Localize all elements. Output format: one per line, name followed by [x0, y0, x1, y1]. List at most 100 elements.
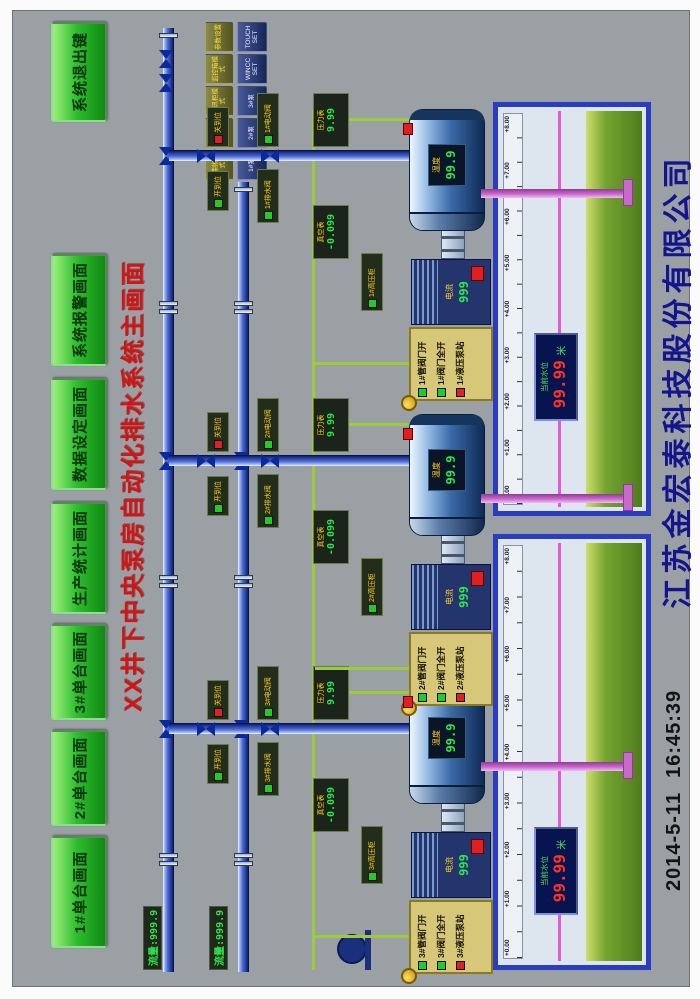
date-text: 2014-5-11 [663, 791, 685, 891]
status-led [263, 708, 273, 717]
suction-strainer [623, 179, 633, 206]
scale-label: +8.00 [504, 116, 511, 133]
riser-valve-icon[interactable] [197, 722, 215, 736]
vacuum-gauge: 真空表-0.099 [313, 205, 349, 259]
panel-line: 3#阀门全开 [436, 914, 446, 958]
pressure-label: 压力表 [318, 109, 325, 131]
valve-close-label: 关到位 [215, 417, 222, 438]
hv-cabinet-status: 1#高压柜 [361, 253, 383, 311]
hv-cabinet-label: 3#高压柜 [369, 841, 376, 870]
valve-open-status: 开到位 [207, 476, 229, 516]
status-led [213, 199, 223, 208]
pressure-value: 9.99 [326, 107, 337, 133]
scale-label: +5.00 [504, 254, 511, 272]
instrument-line [315, 362, 411, 365]
nav-button-system-exit[interactable]: 系统退出键 [51, 22, 107, 122]
scale-label: +5.00 [504, 694, 511, 712]
nav-button-production-stats[interactable]: 生产统计画面 [51, 502, 107, 614]
nav-button-pump2-screen[interactable]: 2#单台画面 [51, 730, 107, 826]
vacuum-label: 真空表 [318, 221, 325, 243]
scale-label: +4.00 [504, 300, 511, 318]
valve-close-status: 关到位 [207, 107, 229, 147]
pipe-flange [234, 575, 253, 580]
gate-valve-icon[interactable] [159, 50, 173, 68]
nav-button-pump3-screen[interactable]: 3#单台画面 [51, 624, 107, 720]
motor-fins [412, 833, 438, 897]
hv-cabinet-status: 3#高压柜 [361, 826, 383, 884]
status-led [367, 872, 377, 881]
status-led [455, 961, 465, 970]
pipe-flange [234, 301, 253, 306]
scale-label: +0.00 [504, 939, 511, 956]
current-label: 电流 [445, 284, 454, 300]
status-led [263, 211, 273, 220]
drain-valve-status: 3#排水阀 [257, 742, 279, 796]
scale-label: +7.00 [504, 162, 511, 179]
vacuum-label: 真空表 [318, 526, 325, 548]
scale-label: +2.00 [504, 393, 511, 410]
nav-button-pump1-screen[interactable]: 1#单台画面 [51, 836, 107, 948]
riser-valve-icon[interactable] [261, 722, 279, 736]
temperature-value: 99.9 [444, 150, 458, 180]
status-led [417, 388, 427, 397]
suction-pipe [481, 762, 627, 771]
pipe-flange [159, 309, 178, 314]
pipe-flange [159, 853, 178, 858]
motor-fault-led [471, 266, 484, 281]
motor-fault-led [471, 571, 484, 586]
temperature-value: 99.9 [444, 455, 458, 485]
electric-valve-label: 1#电动阀 [265, 104, 272, 133]
pipe-flange [234, 187, 253, 192]
motor-fins [412, 260, 438, 324]
vacuum-gauge: 真空表-0.099 [313, 510, 349, 564]
pipe-flange [159, 583, 178, 588]
temperature-value: 99.9 [444, 723, 458, 753]
datetime-display: 2014-5-1116:45:39 [663, 676, 686, 891]
riser-valve-icon[interactable] [197, 149, 215, 163]
pipe-flange [159, 301, 178, 306]
valve-open-label: 开到位 [215, 176, 222, 197]
shaft-coupling [441, 229, 465, 259]
water-level-display: 当前水位 99.99 米 [534, 333, 578, 421]
scale-label: +7.00 [504, 596, 511, 614]
mode-button-wincc-set[interactable]: WINCC SET [237, 54, 267, 84]
suction-pipe [481, 494, 627, 503]
panel-line: 1#阀门全开 [436, 341, 446, 385]
pipe-flange [234, 861, 253, 866]
nav-button-data-settings[interactable]: 数据设定画面 [51, 378, 107, 490]
water-level-label: 当前水位 [540, 362, 549, 392]
current-value: 999 [457, 281, 471, 303]
hydraulic-station-panel: 2#管阀门开 2#阀门全开 2#液压泵站 [409, 632, 493, 706]
riser-valve-icon[interactable] [261, 149, 279, 163]
vacuum-gauge: 真空表-0.099 [313, 778, 349, 832]
status-led [455, 693, 465, 702]
panel-line: 1#管阀门开 [417, 341, 427, 385]
valve-open-status: 开到位 [207, 744, 229, 784]
riser-valve-icon[interactable] [261, 454, 279, 468]
water-level-value: 99.99 [550, 360, 569, 409]
flow-readout-main2: 流量999.9 [209, 905, 228, 970]
valve-open-status: 开到位 [207, 171, 229, 211]
riser-valve-icon[interactable] [197, 454, 215, 468]
mode-button-monitor-box[interactable]: 监控箱模式 [205, 54, 233, 84]
current-value: 999 [457, 586, 471, 608]
nav-button-system-alarm[interactable]: 系统报警画面 [51, 254, 107, 366]
mode-button-parameter-set[interactable]: 参数设置 [205, 22, 233, 52]
gate-valve-icon[interactable] [159, 74, 173, 92]
suction-strainer [623, 484, 633, 511]
panel-line: 2#管阀门开 [417, 646, 427, 690]
scale-label: +4.00 [504, 743, 511, 761]
discharge-main-pipe-1 [163, 28, 174, 972]
motor-fault-led [471, 839, 484, 854]
mode-button-touch-set[interactable]: TOUCH SET [237, 22, 267, 52]
